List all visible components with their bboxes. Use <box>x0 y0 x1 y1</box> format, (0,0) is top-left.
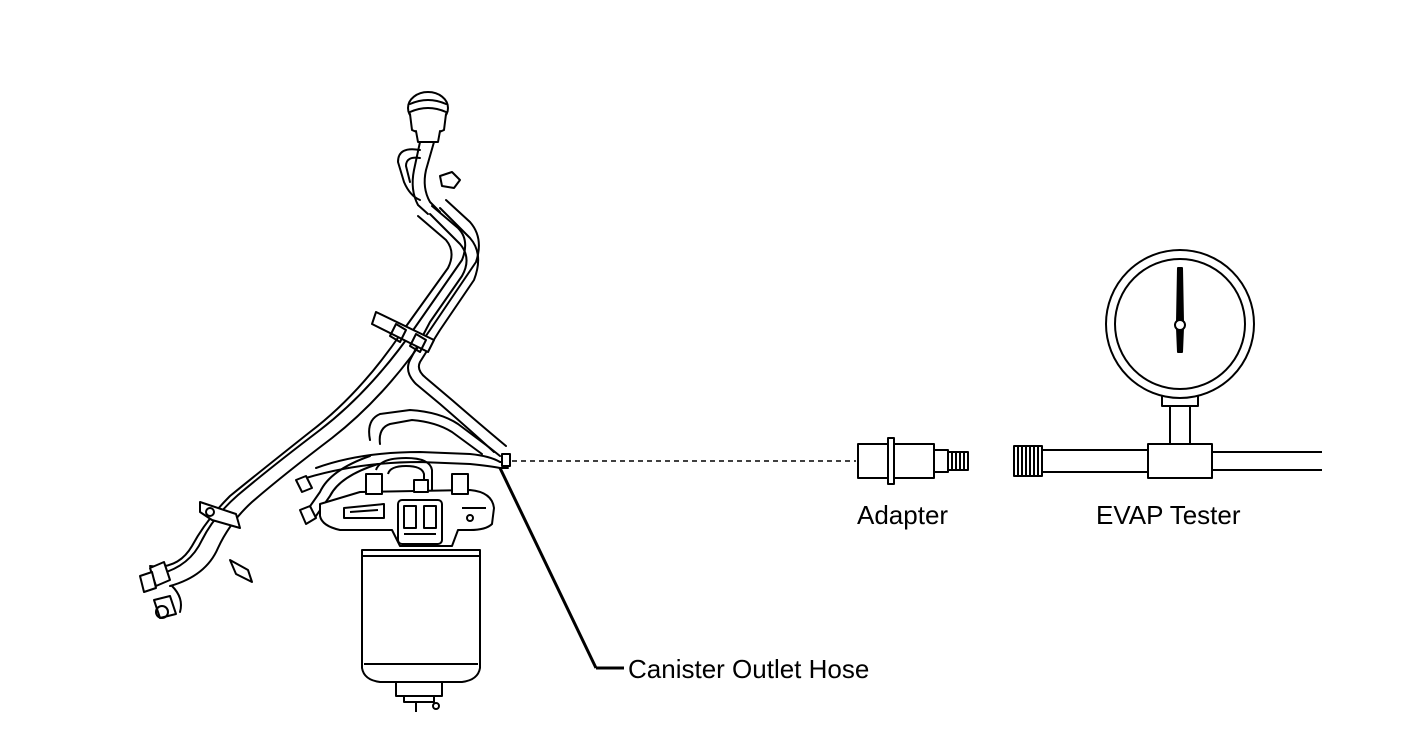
evap-tester <box>1013 249 1322 479</box>
pressure-gauge-icon <box>1105 249 1255 399</box>
adapter <box>857 437 969 485</box>
canister-outlet-hose-label: Canister Outlet Hose <box>628 654 870 684</box>
fuel-filler-assembly <box>139 91 511 619</box>
canister-hose-leader <box>498 467 598 669</box>
filler-pipe-outer <box>159 205 467 575</box>
canister-outlet-hose-pipe <box>315 451 509 469</box>
filler-cap <box>407 91 449 143</box>
vent-pipe <box>407 213 495 453</box>
pipe-clamp-bracket <box>371 311 435 353</box>
tester-tee <box>1147 443 1213 479</box>
evap-tester-label: EVAP Tester <box>1096 500 1241 530</box>
filler-neck-hose <box>411 141 429 215</box>
loop-hose <box>368 409 501 457</box>
charcoal-canister <box>319 457 495 712</box>
adapter-label: Adapter <box>857 500 949 530</box>
connection-lines <box>498 460 856 670</box>
